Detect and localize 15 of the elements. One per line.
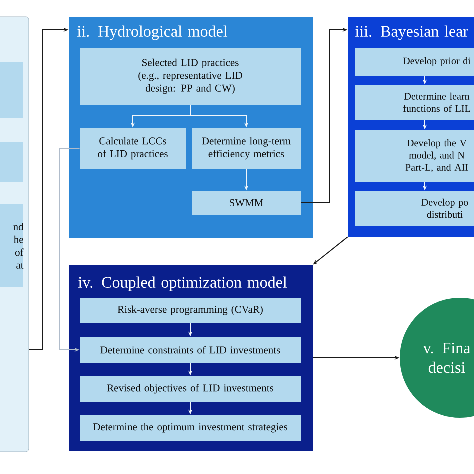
process-box: nd he of at [0, 204, 24, 287]
process-box: Determine the optimum investment strategies [80, 415, 301, 441]
process-box: Develop prior di [355, 48, 474, 76]
process-box: Risk-averse programming (CVaR) [80, 298, 301, 323]
process-box: Determine long-term efficiency metrics [192, 128, 301, 169]
process-box: Develop po distributi [355, 191, 474, 226]
process-box [0, 142, 23, 182]
process-box: Revised objectives of LID investments [80, 376, 301, 402]
process-box: SWMM [192, 191, 301, 215]
process-box [0, 62, 23, 118]
process-box: Develop the V model, and N Part-L, and AII [355, 130, 474, 182]
process-box: Determine learn functions of LIL [355, 85, 474, 120]
process-box: Calculate LCCs of LID practices [80, 128, 186, 169]
process-box: Selected LID practices (e.g., representative LID design: PP and CW) [80, 48, 301, 105]
process-box: Determine constraints of LID investments [80, 337, 301, 363]
